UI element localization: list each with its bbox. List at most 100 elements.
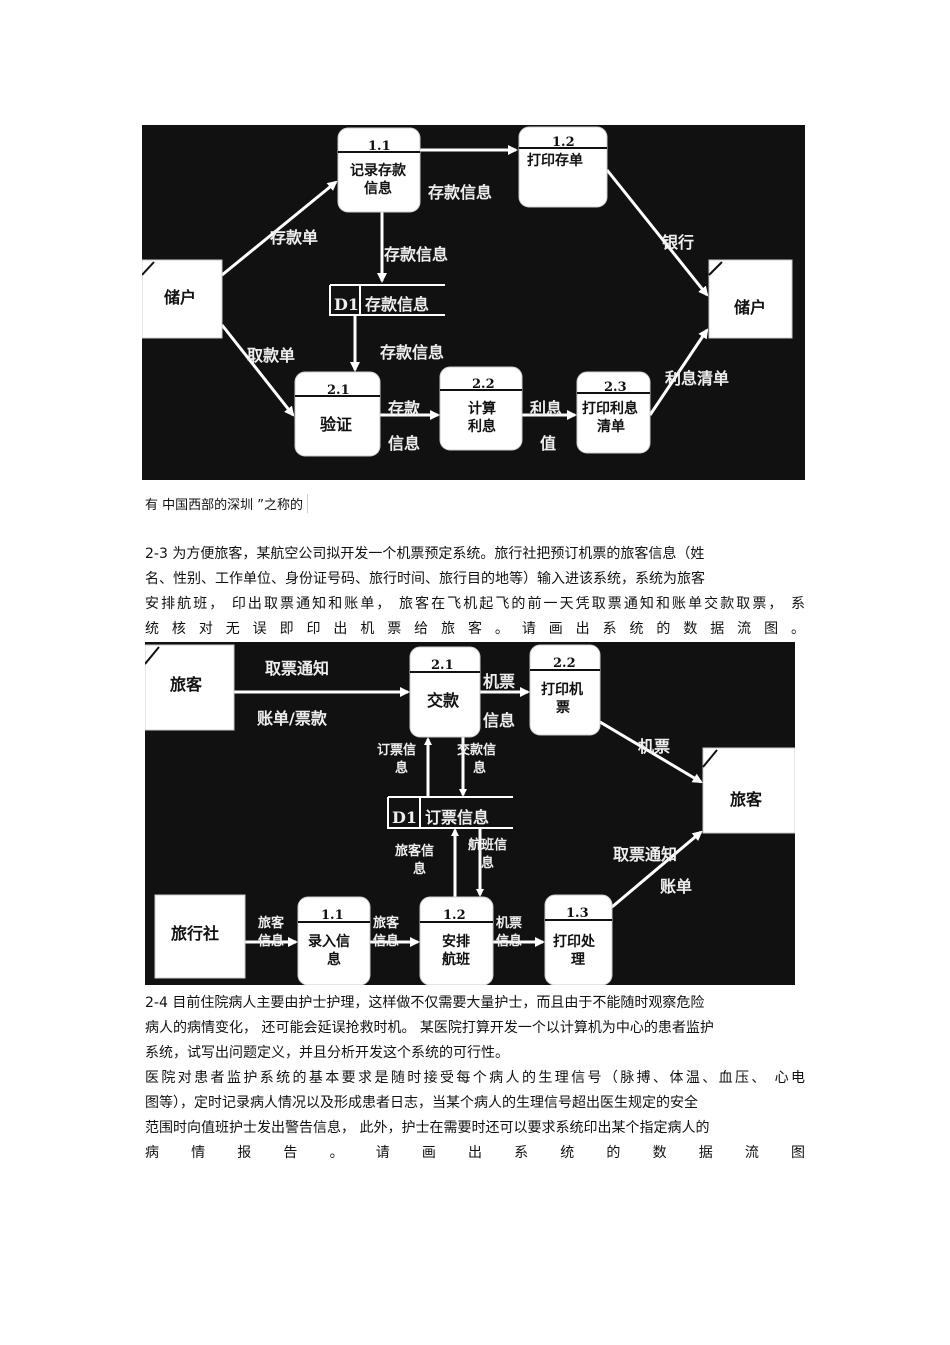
svg-text:打印处: 打印处 [553,933,596,950]
svg-text:订票信息: 订票信息 [425,808,489,827]
svg-text:机票: 机票 [638,737,670,756]
svg-text:1.2: 1.2 [443,908,466,923]
svg-text:信息: 信息 [388,434,420,453]
entity-travel-agency: 旅行社 [154,894,246,979]
svg-text:理: 理 [571,952,585,968]
svg-text:1.1: 1.1 [321,908,344,923]
svg-text:旅客: 旅客 [373,915,400,931]
paragraph-line: 范围时向值班护士发出警告信息， 此外，护士在需要时还可以要求系统印出某个指定病人… [145,1120,710,1136]
paragraph-line: 病人的病情变化， 还可能会延误抢救时机。 某医院打算开发一个以计算机为中心的患者… [145,1020,714,1036]
svg-text:储户: 储户 [733,298,766,317]
svg-text:航班: 航班 [442,951,470,968]
svg-text:信息: 信息 [496,933,522,949]
svg-text:D1: D1 [334,295,359,314]
entity-passenger-left: 旅客 [144,644,235,731]
svg-text:安排: 安排 [442,933,470,950]
svg-text:取款单: 取款单 [247,346,295,365]
svg-text:2.1: 2.1 [327,383,350,398]
svg-text:航班信: 航班信 [468,837,507,853]
svg-text:存款: 存款 [388,399,421,418]
svg-text:交款信: 交款信 [457,742,496,758]
svg-text:账单/票款: 账单/票款 [257,709,328,728]
paragraph-line: 医院对患者监护系统的基本要求是随时接受每个病人的生理信号（脉搏、体温、血压、 心… [145,1070,805,1086]
svg-text:清单: 清单 [597,418,625,435]
svg-text:利息清单: 利息清单 [665,369,729,388]
svg-text:打印利息: 打印利息 [582,400,638,417]
svg-text:存款信息: 存款信息 [380,343,444,362]
svg-text:1.1: 1.1 [368,139,391,154]
svg-text:账单: 账单 [660,877,692,896]
paragraph-line: 安排航班， 印出取票通知和账单， 旅客在飞机起飞的前一天凭取票通知和账单交款取票… [145,596,805,612]
svg-text:记录存款: 记录存款 [350,162,407,179]
svg-text:取票通知: 取票通知 [613,845,677,864]
svg-text:录入信: 录入信 [308,933,350,950]
svg-text:息: 息 [327,951,341,968]
paragraph-line: 统 核 对 无 误 即 印 出 机 票 给 旅 客 。 请 画 出 系 统 的 … [145,621,805,637]
svg-text:旅客: 旅客 [258,915,285,931]
flow-labels: 存款单 存款信息 存款信息 银行 取款单 存款信息 存款 信息 利息 值 利息清… [247,183,729,453]
svg-text:利息: 利息 [530,399,562,418]
flow-labels: 取票通知 账单/票款 机票 信息 机票 订票信 息 交款信 息 旅客信 息 航班… [257,659,692,949]
svg-text:交款: 交款 [427,691,460,710]
paragraph-line: 图等），定时记录病人情况以及形成患者日志，当某个病人的生理信号超出医生规定的安全 [145,1095,698,1111]
process-1-2: 1.2 打印存单 [518,126,608,208]
paragraph-line: 系统，试写出问题定义，并且分析开发这个系统的可行性。 [145,1045,509,1061]
entity-passenger-right: 旅客 [702,747,796,834]
paragraph-line: 名、性别、工作单位、身份证号码、旅行时间、旅行目的地等）输入进该系统，系统为旅客 [145,571,705,587]
svg-text:存款信息: 存款信息 [384,245,448,264]
flow-arrows [220,145,709,420]
paragraph-line: 2-3 为方便旅客，某航空公司拟开发一个机票预定系统。旅行社把预订机票的旅客信息… [145,546,705,562]
paragraph-line: 2-4 目前住院病人主要由护士护理，这样做不仅需要大量护士，而且由于不能随时观察… [145,995,705,1011]
svg-text:2.2: 2.2 [472,377,495,392]
svg-text:储户: 储户 [163,288,196,307]
svg-text:息: 息 [473,760,486,776]
svg-text:D1: D1 [392,808,417,827]
svg-text:信息: 信息 [364,180,392,197]
svg-text:票: 票 [556,700,570,716]
svg-text:订票信: 订票信 [377,742,416,758]
data-store-d1: D1 订票信息 [387,796,513,829]
svg-text:信息: 信息 [373,933,399,949]
svg-text:打印存单: 打印存单 [527,152,583,169]
svg-text:存款信息: 存款信息 [428,183,492,202]
svg-text:1.2: 1.2 [552,135,575,150]
caption-text: 有 中国西部的深圳 ”之称的 [145,494,308,513]
svg-text:利息: 利息 [468,418,496,435]
svg-text:2.1: 2.1 [431,658,454,673]
svg-text:旅客: 旅客 [170,675,203,694]
process-1-2: 1.2 安排航班 [419,896,494,986]
svg-text:取票通知: 取票通知 [265,659,329,678]
svg-text:旅行社: 旅行社 [171,924,219,943]
svg-text:存款单: 存款单 [270,228,318,247]
svg-text:验证: 验证 [320,415,352,434]
paragraph-line: 病 情 报 告 。 请 画 出 系 统 的 数 据 流 图 [145,1145,805,1161]
process-2-1: 2.1 验证 [294,371,381,457]
svg-text:信息: 信息 [258,933,284,949]
svg-text:息: 息 [395,760,408,776]
svg-text:1.3: 1.3 [566,906,589,921]
svg-text:机票: 机票 [496,915,522,931]
svg-text:值: 值 [540,434,556,453]
svg-text:息: 息 [481,855,494,871]
process-2-1: 2.1 交款 [409,646,481,738]
svg-text:旅客信: 旅客信 [395,843,434,859]
svg-text:打印机: 打印机 [541,681,583,698]
svg-text:旅客: 旅客 [730,790,763,809]
svg-text:2.3: 2.3 [604,380,627,395]
svg-text:信息: 信息 [483,711,515,730]
entity-depositor-right: 储户 [708,259,793,339]
entity-depositor-left: 储户 [141,259,223,339]
svg-text:机票: 机票 [483,672,515,691]
svg-text:计算: 计算 [468,400,496,417]
flow-arrows [234,687,703,947]
svg-text:2.2: 2.2 [553,656,576,671]
